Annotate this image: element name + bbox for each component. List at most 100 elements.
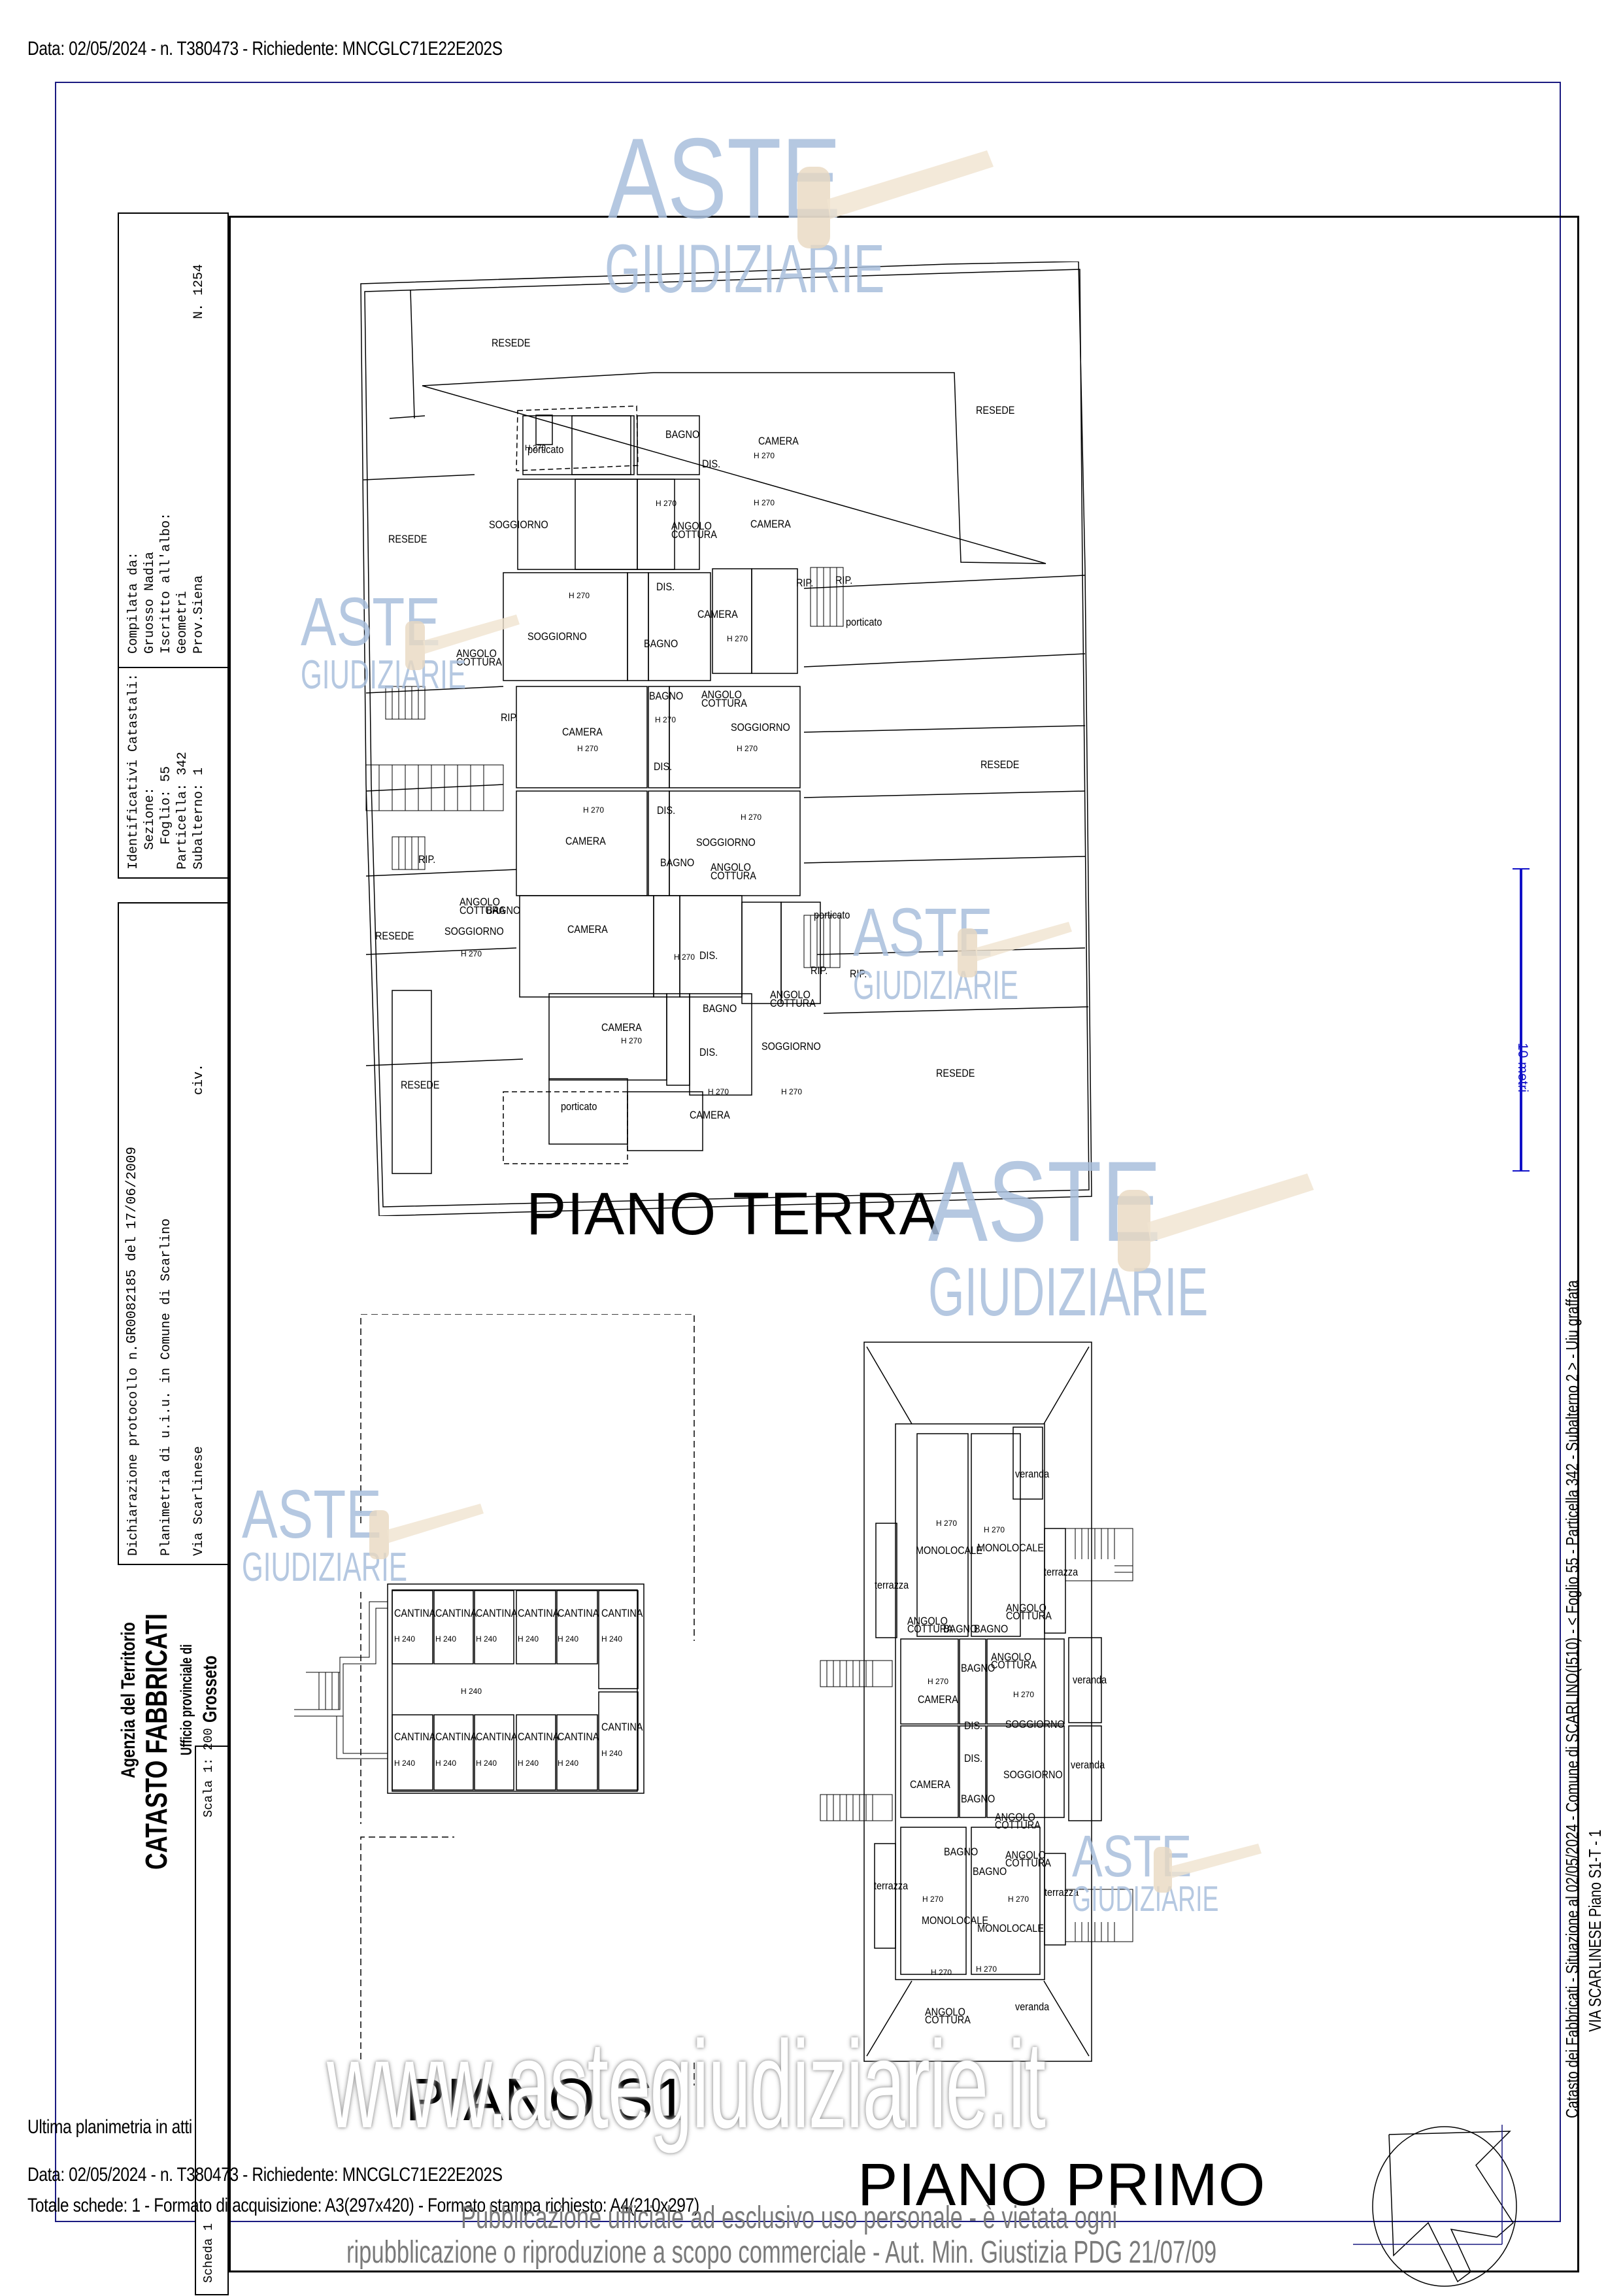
room-height-label: H 240: [558, 1759, 579, 1768]
watermark-giudiziarie-text-right: GIUDIZIARIE: [928, 1254, 1209, 1330]
room-label: BAGNO: [944, 1846, 979, 1858]
room-label: BAGNO: [649, 690, 684, 702]
address-floor-line: VIA SCARLINESE Piano S1-T - 1: [1585, 1829, 1605, 2032]
gavel-icon: [797, 150, 994, 248]
watermark-giudiziarie-text-left: GIUDIZIARIE: [301, 652, 466, 698]
room-label: MONOLOCALE: [977, 1922, 1044, 1934]
albo-number: N. 1254: [192, 263, 207, 319]
cantina-label: CANTINA: [476, 1607, 518, 1619]
scala-box: [195, 1746, 229, 2295]
room-height-label: H 270: [656, 499, 677, 508]
title-block-divider: [118, 667, 227, 668]
room-label: ANGOLO: [995, 1811, 1035, 1823]
protocollo-label: Dichiarazione protocollo n.: [126, 1343, 141, 1556]
cantina-label: CANTINA: [601, 1721, 643, 1733]
piano-s1-title: PIANO S1: [405, 2067, 688, 2133]
room-label: RIP.: [796, 577, 814, 589]
room-label: COTTURA: [456, 656, 502, 668]
footer-request-line: Data: 02/05/2024 - n. T380473 - Richiede…: [27, 2164, 503, 2186]
ufficio-city: Grosseto: [199, 1655, 221, 1723]
agency-name: Agenzia del Territorio: [118, 1622, 139, 1778]
scale-bar-label: 10 metri: [1515, 1043, 1530, 1092]
room-height-label: H 270: [931, 1968, 952, 1977]
piano-terra-plan: [353, 262, 1105, 1216]
via-line: Via Scarlinese: [192, 1445, 207, 1556]
room-label: terrazza: [875, 1579, 909, 1591]
outer-sheet-frame: [55, 82, 1561, 2222]
scale-bar: [1520, 869, 1522, 1172]
cantina-label: CANTINA: [558, 1607, 599, 1619]
room-height-label: H 270: [674, 953, 695, 962]
cantina-label: CANTINA: [394, 1730, 436, 1743]
room-label: MONOLOCALE: [977, 1542, 1044, 1554]
cantina-label: CANTINA: [476, 1730, 518, 1743]
room-height-label: H 240: [476, 1759, 497, 1768]
room-height-label: H 270: [922, 1895, 944, 1904]
room-label: COTTURA: [770, 997, 816, 1009]
room-label: BAGNO: [974, 1623, 1009, 1635]
room-label: SOGGIORNO: [444, 925, 504, 937]
room-label: ANGOLO: [460, 896, 500, 908]
legal-notice-line1: Pubblicazione ufficiale ad esclusivo uso…: [461, 2201, 1118, 2235]
room-height-label: H 270: [525, 443, 546, 452]
civ-label: civ.: [192, 1063, 207, 1095]
room-label: CAMERA: [750, 518, 791, 530]
room-label: ANGOLO: [701, 688, 742, 701]
room-label: veranda: [1015, 1468, 1050, 1480]
room-label: COTTURA: [907, 1623, 953, 1635]
room-height-label: H 240: [518, 1759, 539, 1768]
room-label: SOGGIORNO: [527, 630, 587, 643]
room-height-label: H 270: [1013, 1690, 1035, 1699]
subalterno-field: Subalterno: 1: [192, 767, 207, 869]
room-label: RIP.: [501, 711, 518, 724]
room-label: COTTURA: [1005, 1857, 1051, 1869]
situazione-line: Catasto dei Fabbricati - Situazione al 0…: [1562, 1280, 1582, 2118]
room-label: BAGNO: [961, 1662, 996, 1674]
room-label: CAMERA: [567, 923, 608, 936]
watermark-giudiziarie-text-mid: GIUDIZIARIE: [853, 963, 1018, 1008]
room-label: terrazza: [1044, 1566, 1079, 1578]
albo-value: Geometri: [175, 590, 190, 654]
legal-notice-line2: ripubblicazione o riproduzione a scopo c…: [346, 2235, 1217, 2270]
room-label: RIP.: [418, 853, 436, 866]
room-label: porticato: [527, 443, 564, 456]
room-label: DIS.: [699, 1046, 718, 1058]
room-label: ANGOLO: [925, 2006, 965, 2018]
room-label: veranda: [1073, 1674, 1107, 1686]
room-label: CAMERA: [690, 1109, 730, 1121]
gavel-icon-mid: [958, 922, 1072, 977]
room-height-label: H 240: [435, 1759, 457, 1768]
catasto-fabbricati-title: CATASTO FABBRICATI: [139, 1613, 173, 1870]
room-label: SOGGIORNO: [731, 721, 790, 734]
room-label: SOGGIORNO: [696, 836, 756, 849]
room-label: RESEDE: [492, 337, 531, 349]
room-label: porticato: [846, 616, 882, 628]
room-height-label: H 270: [655, 715, 677, 724]
room-label: DIS.: [964, 1719, 983, 1732]
scheda-label: Scheda 1: [201, 2223, 216, 2283]
room-label: CAMERA: [918, 1693, 958, 1706]
iscritto-label: Iscritto all'albo:: [159, 512, 174, 654]
watermark-giudiziarie-text: GIUDIZIARIE: [605, 231, 885, 307]
particella-field: Particella: 342: [175, 751, 190, 869]
room-label: DIS.: [657, 804, 676, 817]
room-label: COTTURA: [995, 1819, 1041, 1831]
room-label: RESEDE: [388, 533, 427, 545]
room-label: CAMERA: [565, 835, 606, 847]
room-label: RIP.: [835, 574, 853, 586]
scala-label: Scala 1: 200: [201, 1728, 216, 1817]
room-height-label: H 240: [394, 1759, 416, 1768]
room-label: BAGNO: [665, 428, 700, 441]
room-label: COTTURA: [925, 2014, 971, 2026]
website-watermark: www.astegiudiziarie.it: [327, 2016, 1046, 2154]
scale-bar-tick-bottom: [1513, 1170, 1530, 1172]
drawing-frame: [229, 216, 1579, 2272]
room-label: RESEDE: [375, 930, 414, 942]
room-label: ANGOLO: [456, 647, 497, 660]
room-height-label: H 240: [476, 1634, 497, 1644]
piano-terra-title: PIANO TERRA: [526, 1181, 940, 1247]
room-label: porticato: [814, 909, 850, 921]
room-label: DIS.: [702, 458, 721, 470]
room-label: SOGGIORNO: [761, 1040, 821, 1053]
room-label: veranda: [1015, 2001, 1050, 2013]
